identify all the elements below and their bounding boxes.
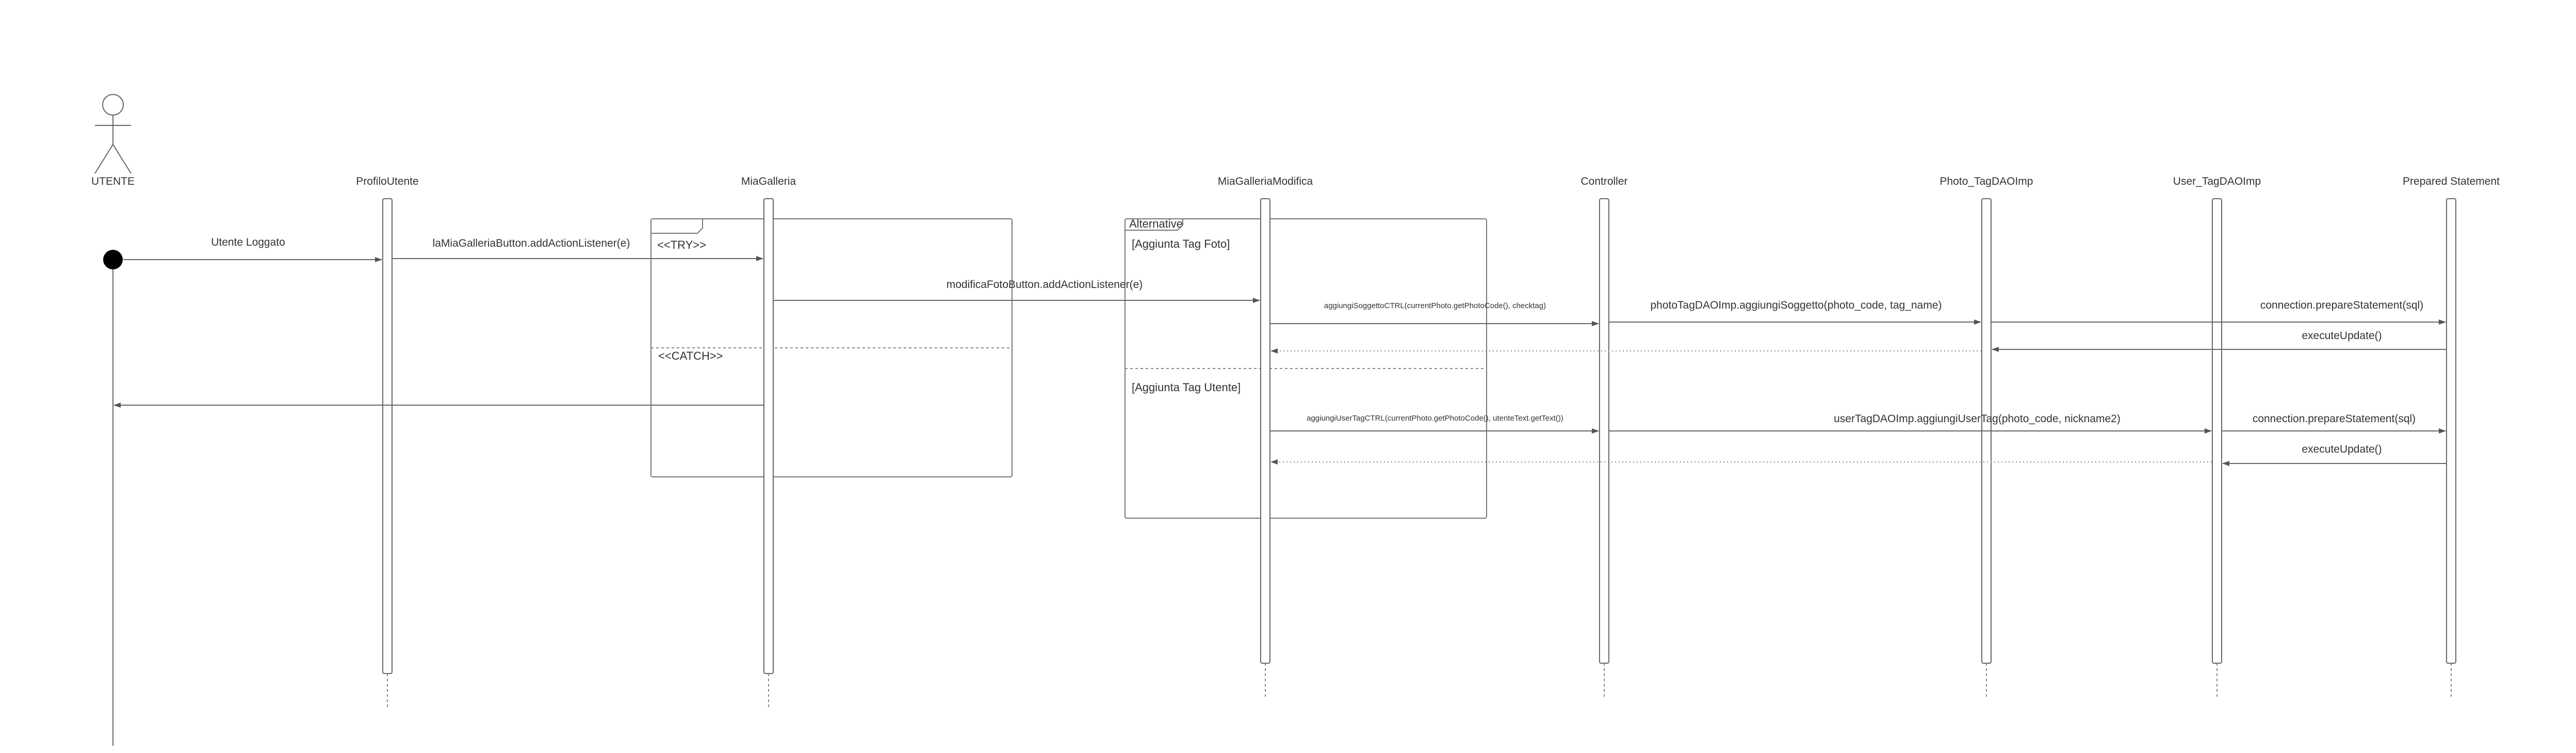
message-aggiungi-user-tag-ctrl: aggiungiUserTagCTRL(currentPhoto.getPhot…: [1270, 414, 1599, 434]
message-modifica-foto-button: modificaFotoButton.addActionListener(e): [774, 279, 1260, 303]
lifeline-header-photo-tag-dao: Photo_TagDAOImp: [1940, 175, 2033, 187]
actor-leg-right-icon: [112, 144, 132, 174]
fragment-alternative-tab: [1125, 219, 1183, 231]
lifeline-header-profilo-utente: ProfiloUtente: [356, 175, 418, 187]
message-utente-loggato: Utente Loggato: [123, 236, 382, 262]
message-execute-update-1: executeUpdate(): [1992, 330, 2446, 352]
actor-utente: UTENTE: [91, 94, 135, 187]
actor-label: UTENTE: [91, 175, 135, 187]
activation-bar-mia-galleria-modifica: [1260, 198, 1270, 664]
lifeline-header-mia-galleria-modifica: MiaGalleriaModifica: [1218, 175, 1313, 187]
activation-bar-mia-galleria: [763, 198, 774, 674]
fragment-alternative-guard-2: [Aggiunta Tag Utente]: [1132, 381, 1241, 394]
lifeline-header-user-tag-dao: User_TagDAOImp: [2173, 175, 2261, 187]
lifeline-controller: [1599, 198, 1609, 697]
actor-head-icon: [102, 94, 124, 116]
message-prepare-statement-1: connection.prepareStatement(sql): [1992, 299, 2446, 325]
message-aggiungi-soggetto-ctrl: aggiungiSoggettoCTRL(currentPhoto.getPho…: [1270, 301, 1599, 326]
message-label: laMiaGalleriaButton.addActionListener(e): [433, 237, 630, 249]
lifeline-mia-galleria: [763, 198, 774, 707]
message-label: aggiungiSoggettoCTRL(currentPhoto.getPho…: [1324, 301, 1546, 310]
message-label: photoTagDAOImp.aggiungiSoggetto(photo_co…: [1650, 299, 1942, 311]
lifeline-header-prepared-statement: Prepared Statement: [2403, 175, 2500, 187]
message-label: userTagDAOImp.aggiungiUserTag(photo_code…: [1834, 413, 2121, 425]
lifeline-profilo-utente: [382, 198, 393, 707]
activation-bar-controller: [1599, 198, 1609, 664]
message-label: connection.prepareStatement(sql): [2260, 299, 2423, 311]
message-label: connection.prepareStatement(sql): [2253, 413, 2416, 425]
lifeline-header-mia-galleria: MiaGalleria: [741, 175, 796, 187]
initial-node: [103, 250, 123, 269]
lifeline-photo-tag-dao: [1981, 198, 1992, 697]
message-label: modificaFotoButton.addActionListener(e): [947, 279, 1143, 291]
fragment-alternative-label: Alternative: [1129, 217, 1183, 230]
lifeline-prepared-statement: [2446, 198, 2456, 697]
activation-bar-profilo-utente: [382, 198, 393, 674]
message-label: executeUpdate(): [2302, 443, 2382, 455]
activation-bar-user-tag-dao: [2212, 198, 2222, 664]
lifeline-header-controller: Controller: [1580, 175, 1627, 187]
message-execute-update-2: executeUpdate(): [2222, 443, 2446, 466]
actor-leg-left-icon: [94, 144, 113, 174]
lifeline-mia-galleria-modifica: [1260, 198, 1270, 697]
message-aggiungi-user-tag-dao: userTagDAOImp.aggiungiUserTag(photo_code…: [1609, 413, 2212, 434]
message-galleria-button: laMiaGalleriaButton.addActionListener(e): [393, 237, 763, 261]
message-label: aggiungiUserTagCTRL(currentPhoto.getPhot…: [1307, 414, 1563, 423]
message-aggiungi-soggetto-dao: photoTagDAOImp.aggiungiSoggetto(photo_co…: [1609, 299, 1981, 325]
fragment-alternative: Alternative [Aggiunta Tag Foto] [Aggiunt…: [1124, 217, 1487, 519]
fragment-alternative-guard-1: [Aggiunta Tag Foto]: [1132, 237, 1230, 250]
fragment-try-catch: <<TRY>> <<CATCH>>: [650, 218, 1013, 477]
lifeline-user-tag-dao: [2212, 198, 2222, 697]
message-label: Utente Loggato: [211, 236, 285, 248]
message-label: executeUpdate(): [2302, 330, 2382, 342]
activation-bar-prepared-statement: [2446, 198, 2456, 664]
fragment-catch-label: <<CATCH>>: [658, 349, 723, 362]
message-prepare-statement-2: connection.prepareStatement(sql): [2222, 413, 2446, 434]
fragment-try-catch-tab: [651, 219, 703, 234]
fragment-try-label: <<TRY>>: [657, 238, 706, 251]
